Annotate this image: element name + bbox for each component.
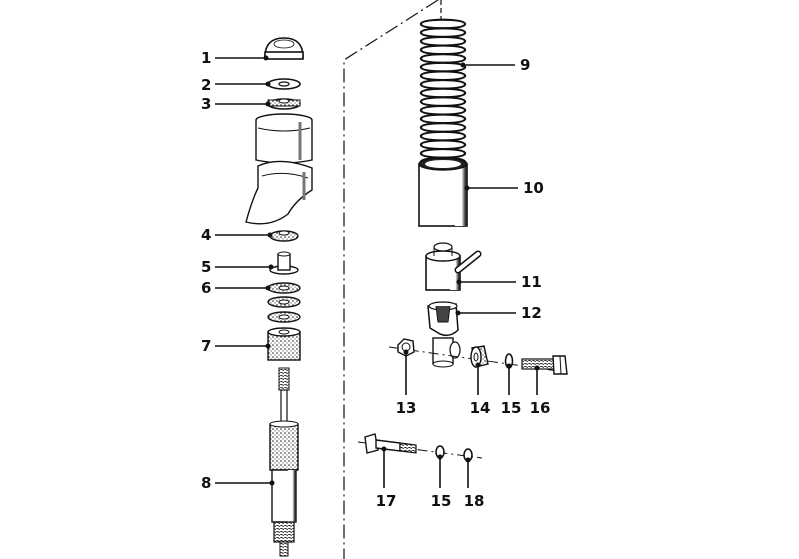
callout-13: 13 [396, 399, 417, 417]
spring-coil-highlight [422, 150, 464, 157]
callout-8: 8 [201, 474, 211, 492]
callout-16: 16 [530, 399, 551, 417]
spring-coil-highlight [422, 107, 464, 114]
callout-labels: 1 2 3 4 5 6 7 8 9 10 11 12 13 14 15 16 1… [201, 49, 550, 510]
callout-3: 3 [201, 95, 211, 113]
callout-17: 17 [376, 492, 397, 510]
leader-lines [215, 55, 540, 488]
spring-coil-highlight [422, 38, 464, 45]
callout-2: 2 [201, 76, 211, 94]
callout-5: 5 [201, 258, 211, 276]
spring-coil-highlight [422, 141, 464, 148]
part-14-spacer [470, 345, 489, 368]
callout-6: 6 [201, 279, 211, 297]
part-9-spring [419, 0, 467, 168]
spring-coil-highlight [422, 115, 464, 123]
part-16-bolt [521, 355, 568, 375]
part-6-rubber-washers [267, 282, 301, 323]
part-12-lower-eye [427, 301, 461, 368]
spring-coil-highlight [422, 81, 464, 88]
part-8-damper [269, 367, 299, 557]
callout-14: 14 [470, 399, 491, 417]
spring-coil-highlight [422, 55, 464, 62]
part-10-spring-sleeve [418, 157, 468, 227]
spring-coil-highlight [422, 124, 464, 131]
callout-12: 12 [521, 304, 542, 322]
spring-coil-highlight [422, 98, 464, 105]
part-5-bush [269, 251, 299, 275]
spring-coil-highlight [422, 63, 464, 71]
callout-7: 7 [201, 337, 211, 355]
spring-coil-highlight [422, 132, 464, 140]
spring-coil-highlight [422, 29, 464, 36]
callout-15-lower: 15 [431, 492, 452, 510]
callout-15-upper: 15 [501, 399, 522, 417]
callout-9: 9 [520, 56, 530, 74]
part-17-bolt [364, 433, 417, 454]
part-1-dome-cap [264, 37, 304, 60]
part-3-nut [267, 98, 301, 110]
spring-coil-highlight [422, 20, 464, 28]
rubber-boot [245, 113, 313, 225]
part-2-washer [267, 78, 301, 90]
separator-line [343, 0, 439, 559]
callout-4: 4 [201, 226, 211, 244]
callout-18: 18 [464, 492, 485, 510]
spring-coil-highlight [422, 89, 464, 97]
part-4-nut [269, 230, 299, 242]
spring-coil-highlight [422, 72, 464, 79]
spring-coil-highlight [422, 46, 464, 54]
callout-1: 1 [201, 49, 211, 67]
callout-10: 10 [523, 179, 544, 197]
callout-11: 11 [521, 273, 542, 291]
part-7-rubber-buffer [267, 327, 301, 361]
part-11-adjuster-ring [425, 242, 482, 291]
